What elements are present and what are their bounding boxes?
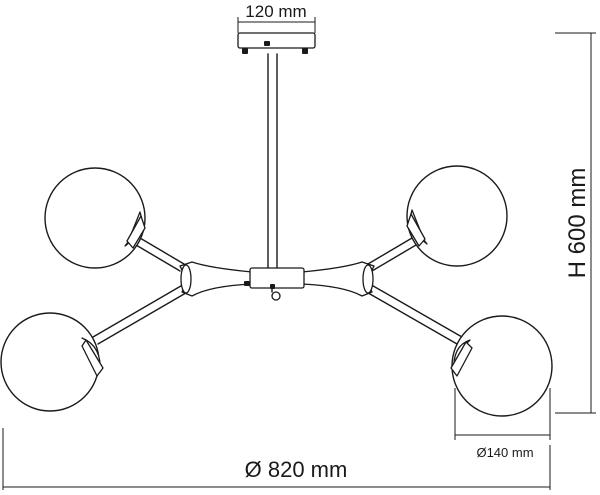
- overall-diameter-label: Ø 820 mm: [245, 457, 348, 482]
- canopy-width-dimension: 120 mm: [237, 2, 316, 33]
- globe-diameter-label: Ø140 mm: [476, 445, 533, 460]
- arm-upper-right: [367, 237, 417, 272]
- globe-upper-right: [406, 165, 508, 267]
- overall-diameter-dimension: Ø 820 mm: [2, 428, 551, 490]
- center-hub: [244, 267, 305, 301]
- central-rod: [267, 53, 278, 269]
- arm-upper-left: [135, 237, 185, 272]
- arm-lower-right: [362, 282, 463, 345]
- globe-lower-right: [450, 315, 553, 417]
- canopy-width-label: 120 mm: [245, 2, 306, 21]
- height-dimension: H 600 mm: [555, 32, 596, 414]
- globe-diameter-dimension: Ø140 mm: [454, 388, 551, 460]
- globe-upper-left: [44, 167, 146, 269]
- height-label: H 600 mm: [564, 168, 591, 279]
- ceiling-canopy: [237, 32, 316, 54]
- left-arm-joint: [179, 261, 253, 297]
- globe-lower-left: [0, 312, 104, 412]
- arm-lower-left: [92, 282, 192, 345]
- right-arm-joint: [301, 261, 375, 297]
